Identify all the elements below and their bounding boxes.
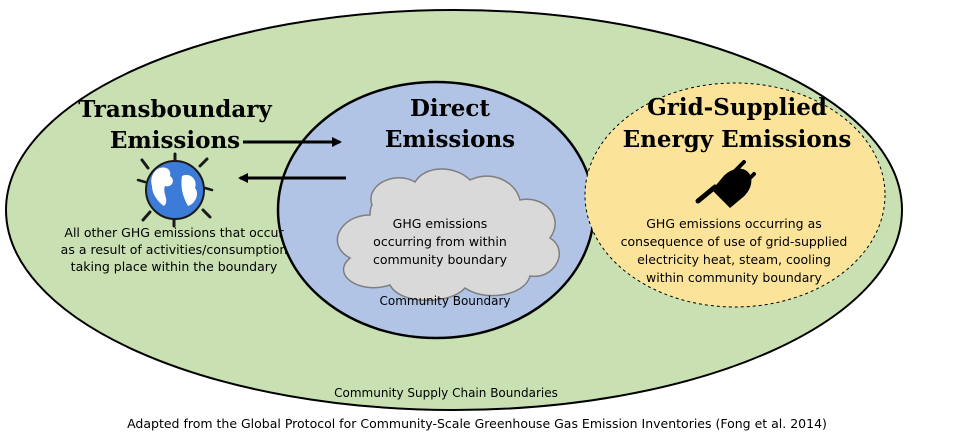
cloud-shape [336,168,560,302]
grid-desc-line3: electricity heat, steam, cooling [637,252,831,267]
grid-desc-line2: consequence of use of grid-supplied [621,234,848,249]
transboundary-desc-line3: taking place within the boundary [71,259,278,274]
grid-desc-line1: GHG emissions occurring as [646,216,822,231]
globe-icon [136,152,214,228]
supply-chain-boundary-label: Community Supply Chain Boundaries [334,386,558,400]
transboundary-title-line1: Transboundary [78,96,272,123]
transboundary-desc-line2: as a result of activities/consumption [61,242,288,257]
direct-title-line1: Direct [410,95,490,122]
direct-desc-line2: occurring from within [373,234,507,249]
transboundary-title-line2: Emissions [110,127,240,154]
grid-title-line2: Energy Emissions [623,126,852,153]
transboundary-desc-line1: All other GHG emissions that occur [64,225,284,240]
community-boundary-label: Community Boundary [379,294,510,308]
grid-title-line1: Grid-Supplied [647,94,827,121]
direct-title-line2: Emissions [385,126,515,153]
direct-desc-line3: community boundary [373,252,508,267]
figure-caption: Adapted from the Global Protocol for Com… [127,416,827,431]
electric-plug-icon [695,160,756,208]
direct-desc-line1: GHG emissions [393,216,488,231]
grid-desc-line4: within community boundary [646,270,823,285]
